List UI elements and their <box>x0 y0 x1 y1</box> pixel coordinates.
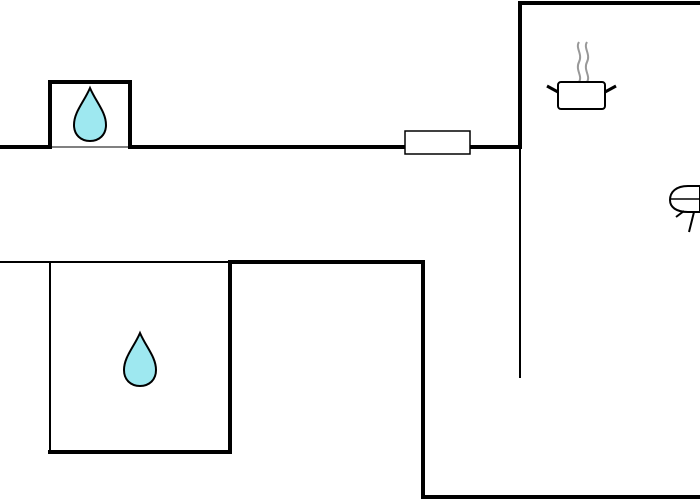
walls-thin <box>0 146 521 452</box>
grill-icon <box>668 185 700 233</box>
cooking-pot-icon <box>546 41 617 110</box>
window-icon <box>404 130 471 155</box>
water-drop-icon <box>72 85 108 143</box>
water-drop-icon <box>122 330 158 388</box>
grill-leg <box>675 210 685 218</box>
steam-line <box>584 41 590 83</box>
pot-handle-right <box>604 84 617 94</box>
pot-body <box>557 81 606 110</box>
grill-leg <box>688 211 695 233</box>
south-room-wall <box>48 260 700 499</box>
pot-handle-left <box>546 84 559 94</box>
corridor-east-wall <box>468 1 700 149</box>
north-corridor-wall <box>0 80 407 149</box>
steam-line <box>576 41 582 83</box>
